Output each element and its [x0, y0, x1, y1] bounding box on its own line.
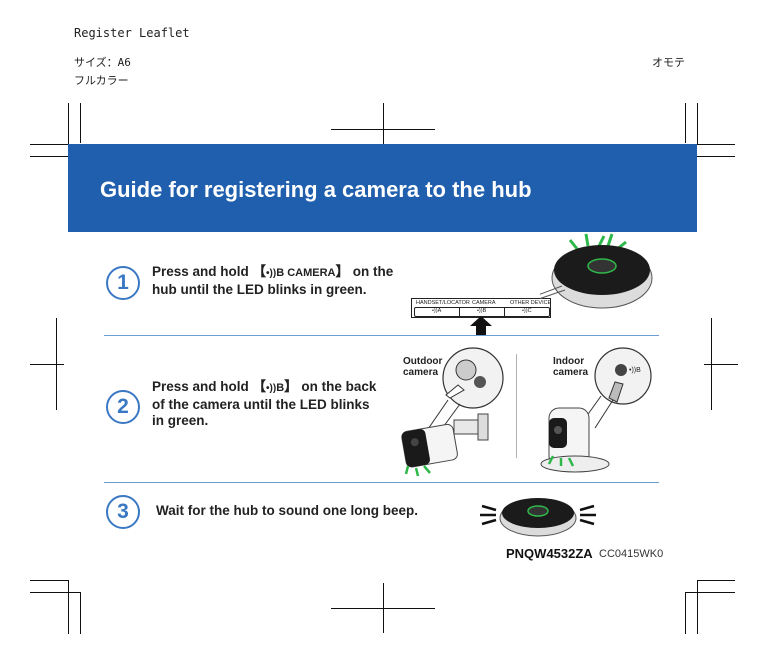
- hub-device-icon: [540, 233, 653, 309]
- side-label: オモテ: [652, 56, 685, 69]
- step-3-text: Wait for the hub to sound one long beep.: [156, 503, 418, 518]
- bracket-icon: 【: [252, 379, 267, 394]
- hub-beep-icon: [480, 498, 596, 537]
- step-3-number: 3: [106, 495, 140, 529]
- step-separator: [104, 482, 659, 483]
- banner-title: Guide for registering a camera to the hu…: [100, 177, 532, 202]
- bracket-icon: 】: [284, 379, 298, 394]
- indoor-camera-icon: •))B: [540, 347, 652, 473]
- hub-button-panel: HANDSET/LOCATOR CAMERA OTHER DEVICE •)) …: [411, 298, 551, 318]
- bracket-icon: 】: [335, 264, 349, 279]
- print-code: CC0415WK0: [599, 548, 664, 560]
- document-name: Register Leaflet: [74, 26, 190, 40]
- step-1-text: Press and hold 【•))B CAMERA】 on the hub …: [152, 264, 394, 297]
- part-number: PNQW4532ZA: [506, 546, 593, 561]
- press-arrow-icon: [470, 316, 492, 336]
- color-label: フルカラー: [74, 74, 129, 87]
- title-banner: Guide for registering a camera to the hu…: [68, 144, 697, 232]
- bracket-icon: 【: [252, 264, 267, 279]
- step-2-number: 2: [106, 390, 140, 424]
- outdoor-camera-icon: [401, 347, 504, 477]
- camera-divider: [516, 354, 517, 458]
- wireless-icon: •)): [266, 383, 277, 394]
- step-1-number: 1: [106, 266, 140, 300]
- size-label: サイズ：A6: [74, 56, 131, 69]
- svg-text:•))B: •))B: [629, 367, 641, 374]
- wireless-icon: •)): [266, 268, 277, 279]
- step-2-text: Press and hold 【•))B】 on the back of the…: [152, 379, 377, 428]
- step-separator: [104, 335, 659, 336]
